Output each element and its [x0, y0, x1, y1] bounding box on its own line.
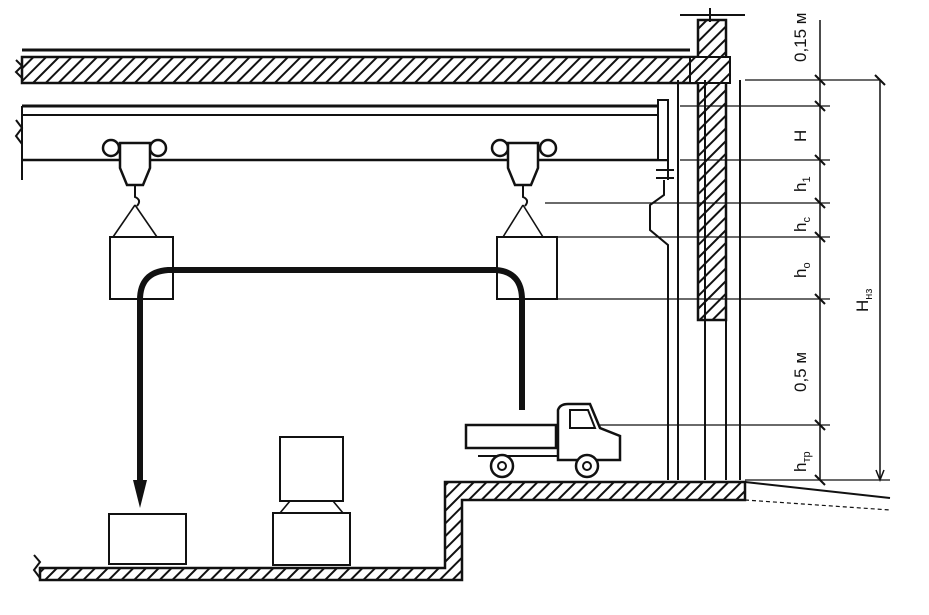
right-crane-trolley	[490, 138, 558, 300]
building-wall	[649, 8, 745, 480]
dimension-lines	[545, 20, 890, 486]
label-ho: ho	[791, 262, 813, 278]
crane-hook-icon	[134, 185, 141, 207]
label-htr: hтр	[791, 451, 813, 472]
label-safety-gap: 0,5 м	[791, 352, 810, 392]
label-crane-height: H	[791, 130, 810, 142]
label-total-height: Hнз	[853, 289, 875, 312]
left-crane-trolley	[101, 138, 174, 300]
arrow-down-icon	[133, 480, 147, 508]
label-hc: hc	[791, 217, 813, 232]
truck-icon	[464, 402, 622, 479]
label-top-gap: 0,15 м	[791, 13, 810, 63]
stored-loads	[108, 436, 351, 566]
floor-slab	[32, 480, 891, 582]
load-path	[133, 267, 525, 508]
dimension-labels: 0,15 м H h1 hc ho 0,5 м hтр Hнз	[791, 13, 875, 473]
label-h1: h1	[791, 176, 813, 192]
roof-slab	[14, 48, 700, 85]
